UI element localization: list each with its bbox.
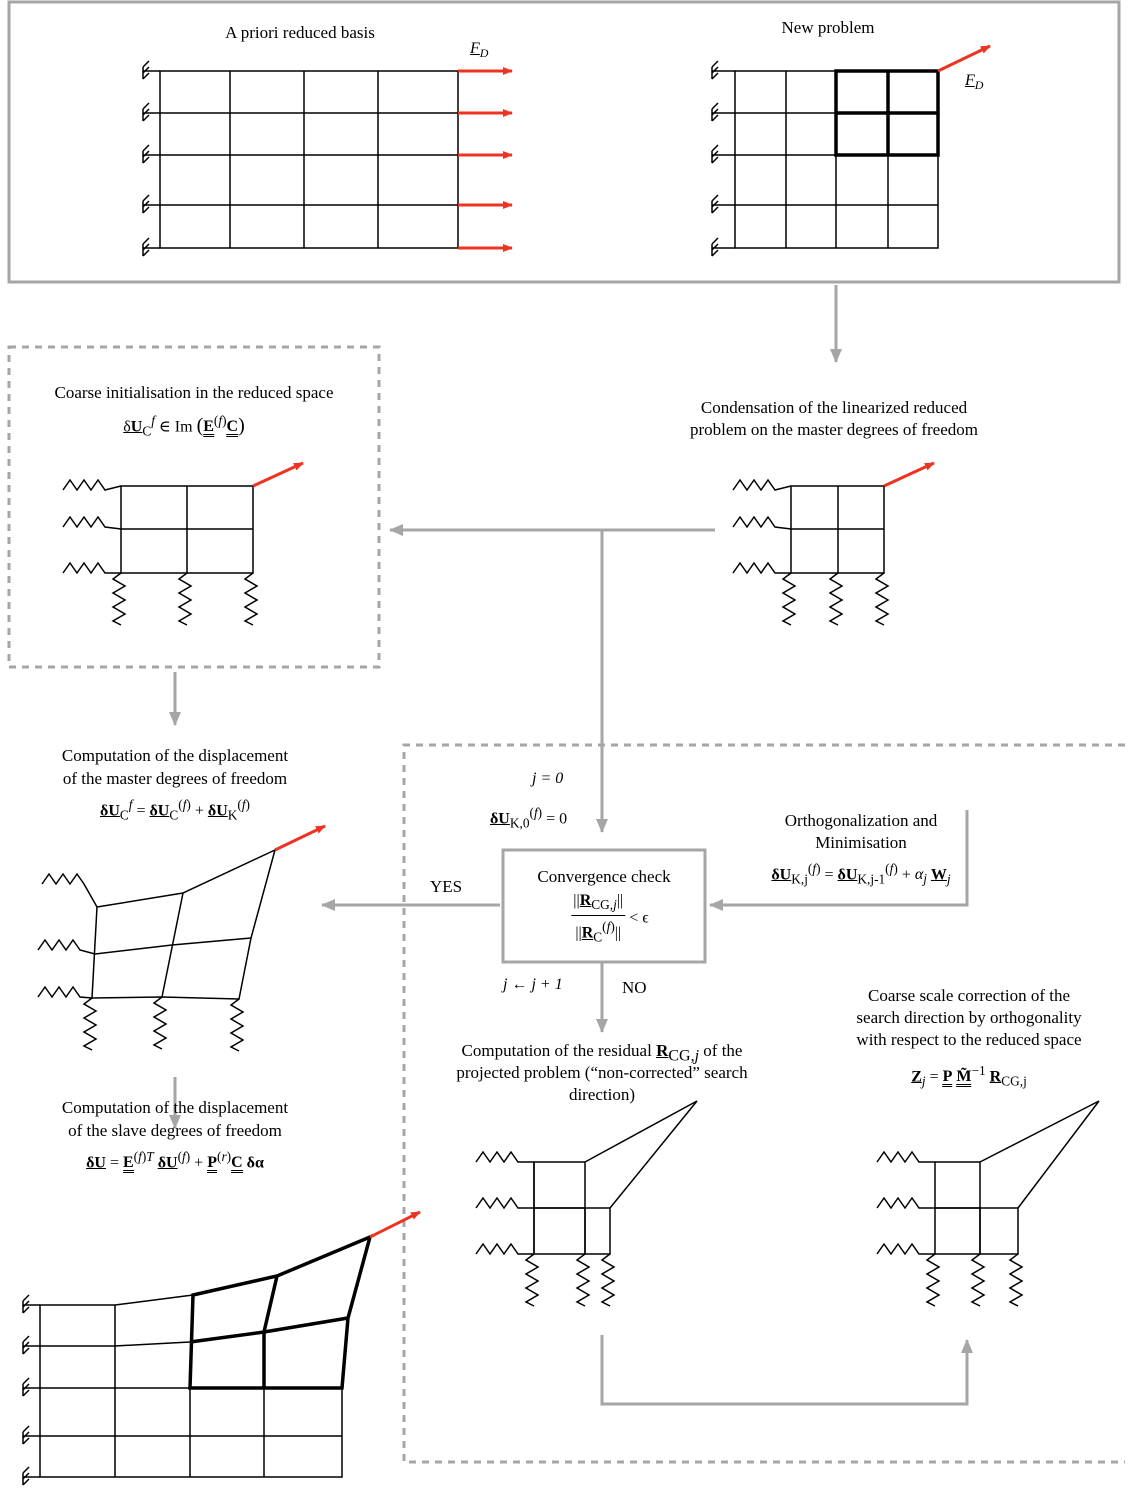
residual-line2: projected problem (“non-corrected” searc… xyxy=(456,1063,748,1082)
master-disp-title-line2: of the master degrees of freedom xyxy=(62,769,288,788)
master-displacement-mesh xyxy=(91,848,277,1000)
orthogonalization-line2: Minimisation xyxy=(815,833,907,852)
new-problem-force-arrow xyxy=(937,44,991,73)
init-u: δUK,0(f) = 0 xyxy=(490,805,568,831)
convergence-formula: ||RCG,j||||RC(f)|| < ϵ xyxy=(571,892,649,945)
condensation-mesh xyxy=(790,485,885,574)
slave-displacement-mesh xyxy=(39,1235,372,1478)
increment-label: j ← j + 1 xyxy=(503,976,563,993)
master-displacement-springs xyxy=(37,872,245,1052)
slave-disp-formula: δU = E(f)T δU(f) + P(r)C δα xyxy=(86,1149,264,1174)
condensation-force-arrow xyxy=(883,461,935,488)
reduced-basis-supports xyxy=(142,60,160,257)
coarse-init-force-arrow xyxy=(252,461,304,488)
coarse-init-dashed-box xyxy=(7,345,381,669)
orthogonalization-line1: Orthogonalization and xyxy=(784,811,938,830)
correction-springs xyxy=(876,1150,1024,1307)
correction-formula: Zj = P M̃−1 RCG,j xyxy=(911,1063,1027,1089)
slave-displacement-force-arrow xyxy=(369,1210,421,1239)
flow-connectors xyxy=(169,285,973,1406)
coarse-init-mesh xyxy=(120,485,254,574)
master-disp-formula: δUCf = δUC(f) + δUK(f) xyxy=(100,797,250,823)
slave-displacement-bold-cells xyxy=(188,1234,373,1390)
orthogonalization-formula: δUK,j(f) = δUK,j-1(f) + αj Wj xyxy=(771,861,951,887)
reduced-basis-title: A priori reduced basis xyxy=(225,23,375,42)
force-label-left: FD xyxy=(470,40,489,61)
convergence-title: Convergence check xyxy=(537,867,671,886)
convergence-check-box xyxy=(501,848,707,964)
reduced-basis-forces xyxy=(458,67,513,252)
slave-disp-title-line2: of the slave degrees of freedom xyxy=(68,1121,282,1140)
coarse-init-title: Coarse initialisation in the reduced spa… xyxy=(54,383,334,402)
master-displacement-force-arrow xyxy=(274,824,326,852)
new-problem-bold-cells xyxy=(834,69,940,157)
new-problem-supports xyxy=(711,60,735,257)
residual-springs xyxy=(475,1150,616,1307)
reduced-basis-mesh xyxy=(159,70,459,249)
correction-mesh xyxy=(934,1100,1100,1255)
residual-line3: direction) xyxy=(568,1085,636,1104)
condensation-title-line2: problem on the master degrees of freedom xyxy=(690,420,978,439)
residual-line1: Computation of the residual RCG,j of the xyxy=(461,1041,743,1065)
no-label: NO xyxy=(622,978,647,997)
correction-line3: with respect to the reduced space xyxy=(856,1030,1082,1049)
condensation-springs xyxy=(732,478,890,626)
slave-disp-title-line1: Computation of the displacement xyxy=(61,1098,289,1117)
init-j: j = 0 xyxy=(532,770,564,787)
yes-label: YES xyxy=(430,877,463,896)
top-panel-frame xyxy=(7,0,1121,284)
coarse-init-springs xyxy=(62,478,259,626)
correction-line1: Coarse scale correction of the xyxy=(867,986,1071,1005)
coarse-init-formula: δUCf ∈ Im (E(f)C) xyxy=(123,413,245,439)
residual-mesh xyxy=(533,1100,698,1255)
force-label-right: FD xyxy=(965,72,984,93)
master-disp-title-line1: Computation of the displacement xyxy=(61,746,289,765)
new-problem-title: New problem xyxy=(781,18,875,37)
condensation-title-line1: Condensation of the linearized reduced xyxy=(700,398,968,417)
correction-line2: search direction by orthogonality xyxy=(856,1008,1082,1027)
slave-displacement-supports xyxy=(22,1294,40,1486)
iteration-dashed-box xyxy=(402,743,1125,1464)
